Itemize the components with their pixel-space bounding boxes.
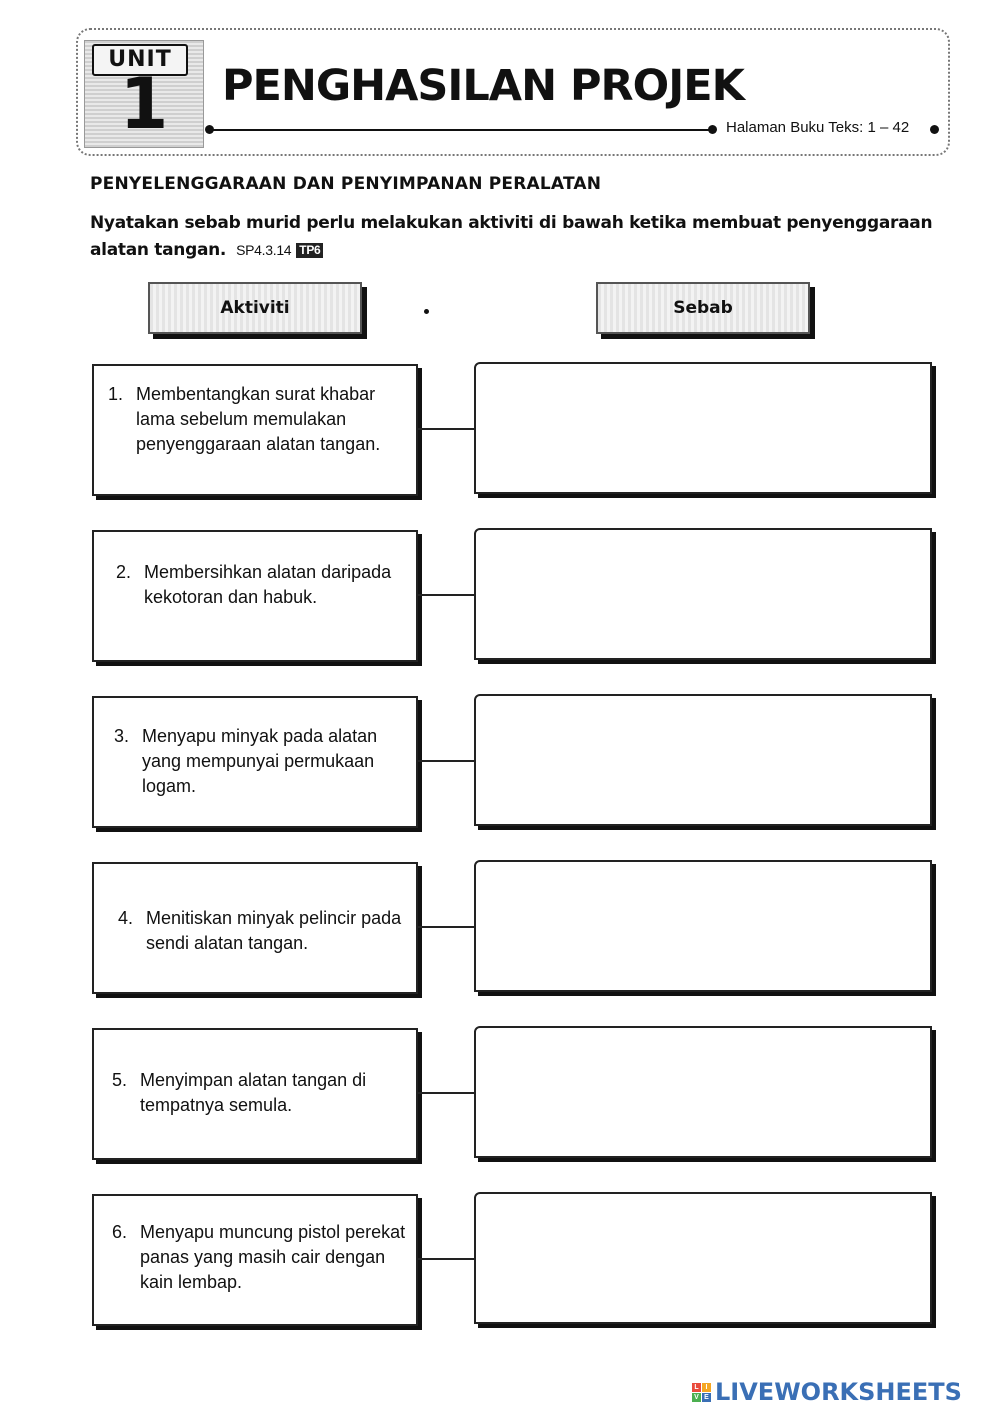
connector-line [418, 760, 474, 762]
level-badge: TP6 [296, 243, 324, 258]
answer-box-4[interactable] [474, 860, 932, 992]
activity-number: 4. [118, 908, 134, 928]
activity-text: Membentangkan surat khabar lama sebelum … [136, 384, 381, 454]
instruction: Nyatakan sebab murid perlu melakukan akt… [90, 210, 940, 264]
activity-text: Menitiskan minyak pelincir pada sendi al… [146, 908, 402, 953]
answer-input-1[interactable] [486, 374, 922, 484]
standard-code: SP4.3.14 [236, 242, 292, 258]
activity-text: Menyapu muncung pistol perekat panas yan… [140, 1222, 406, 1292]
answer-box-5[interactable] [474, 1026, 932, 1158]
answer-input-5[interactable] [486, 1038, 922, 1148]
activity-number: 2. [116, 562, 132, 582]
column-header-sebab: Sebab [596, 282, 810, 334]
activity-number: 5. [112, 1070, 128, 1090]
connector-line [418, 1092, 474, 1094]
header-frame [76, 28, 950, 156]
connector-line [418, 428, 474, 430]
rule-end-dot [708, 125, 717, 134]
brand-text: LIVEWORKSHEETS [715, 1378, 962, 1406]
unit-number: 1 [119, 63, 169, 145]
activity-number: 3. [114, 726, 130, 746]
logo-letter-i: I [702, 1382, 711, 1392]
activity-number: 6. [112, 1222, 128, 1242]
answer-box-3[interactable] [474, 694, 932, 826]
answer-input-6[interactable] [486, 1204, 922, 1314]
activity-box-5: 5. Menyimpan alatan tangan di tempatnya … [92, 1028, 418, 1160]
activity-box-1: 1. Membentangkan surat khabar lama sebel… [92, 364, 418, 496]
activity-box-3: 3. Menyapu minyak pada alatan yang mempu… [92, 696, 418, 828]
activity-box-2: 2. Membersihkan alatan daripada kekotora… [92, 530, 418, 662]
answer-input-4[interactable] [486, 872, 922, 982]
connector-line [418, 1258, 474, 1260]
connector-line [418, 594, 474, 596]
activity-box-6: 6. Menyapu muncung pistol perekat panas … [92, 1194, 418, 1326]
activity-box-4: 4. Menitiskan minyak pelincir pada sendi… [92, 862, 418, 994]
activity-text: Menyapu minyak pada alatan yang mempunya… [142, 726, 378, 796]
unit-label: UNIT [92, 44, 188, 76]
answer-box-2[interactable] [474, 528, 932, 660]
logo-letter-v: V [692, 1392, 701, 1402]
rule-start-dot [205, 125, 214, 134]
answer-box-6[interactable] [474, 1192, 932, 1324]
logo-letter-l: L [692, 1382, 701, 1392]
textbook-reference: Halaman Buku Teks: 1 – 42 [726, 119, 910, 136]
column-header-aktiviti: Aktiviti [148, 282, 362, 334]
activity-text: Membersihkan alatan daripada kekotoran d… [144, 562, 392, 607]
activity-text: Menyimpan alatan tangan di tempatnya sem… [140, 1070, 367, 1115]
liveworksheets-logo-icon: L I V E [692, 1382, 711, 1402]
logo-letter-e: E [702, 1392, 711, 1402]
section-title: PENYELENGGARAAN DAN PENYIMPANAN PERALATA… [90, 174, 602, 194]
connector-line [418, 926, 474, 928]
answer-box-1[interactable] [474, 362, 932, 494]
stray-dot [424, 309, 429, 314]
header-rule [210, 129, 710, 131]
answer-input-2[interactable] [486, 540, 922, 650]
ref-end-dot [930, 125, 939, 134]
liveworksheets-brand[interactable]: L I V E LIVEWORKSHEETS [692, 1378, 962, 1406]
activity-number: 1. [108, 384, 124, 404]
instruction-text: Nyatakan sebab murid perlu melakukan akt… [90, 213, 933, 260]
answer-input-3[interactable] [486, 706, 922, 816]
page-title: PENGHASILAN PROJEK [222, 61, 745, 111]
